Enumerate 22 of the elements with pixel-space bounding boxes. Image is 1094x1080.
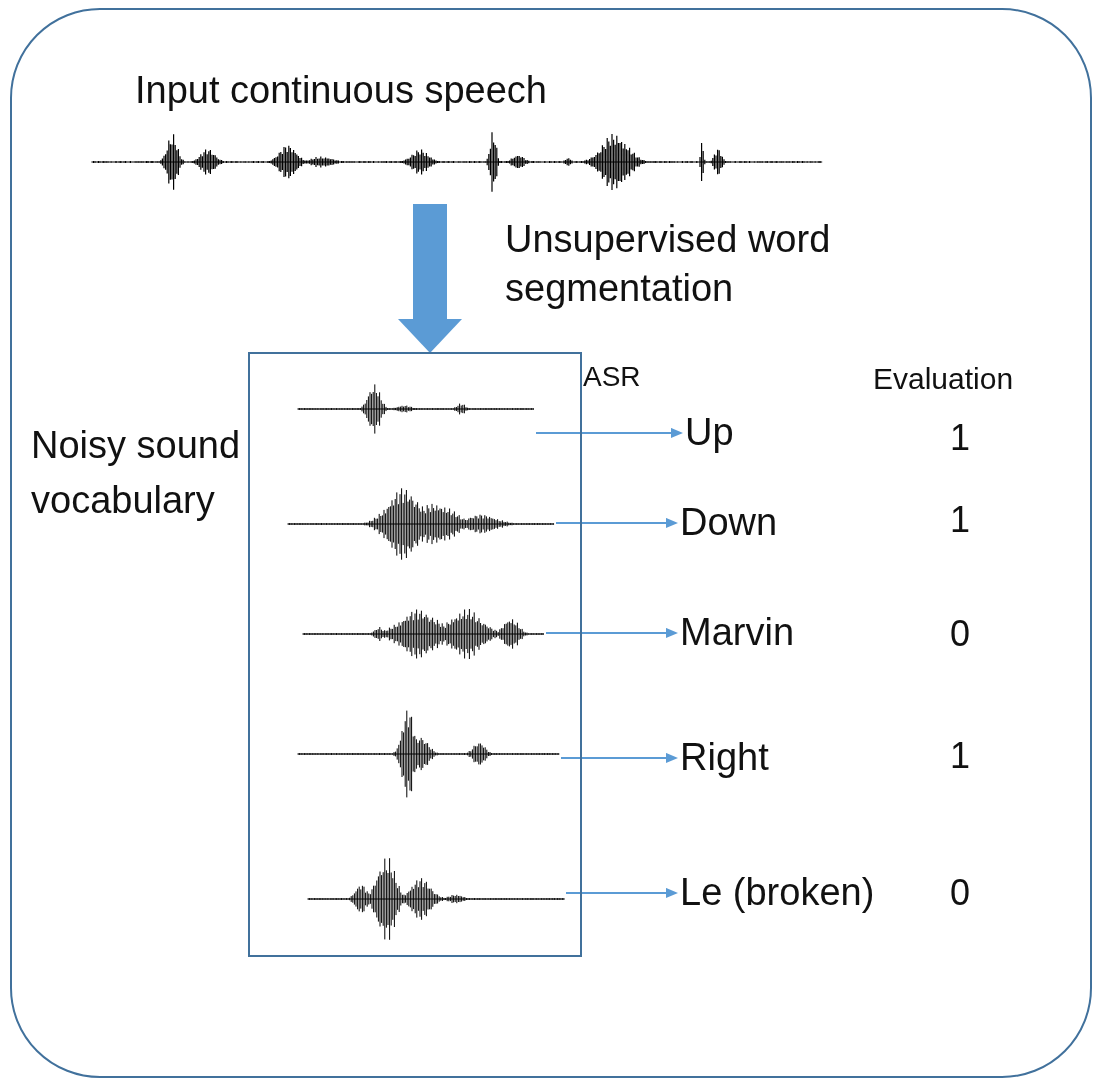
arrow [545,627,678,638]
arrow [560,752,678,763]
arrow [535,427,683,438]
asr-word: Up [685,412,734,454]
score-value: 1 [950,500,971,540]
score-value: 1 [950,418,971,458]
score-value: 1 [950,736,971,776]
score-value: 0 [950,614,971,654]
heading: Input continuous speech [135,70,547,112]
asr-word: Right [680,737,769,779]
rounded-panel [10,8,1092,1078]
group-label: Noisy sound vocabulary [31,423,242,524]
asr-word: Down [680,502,778,544]
column-header: Evaluation [873,362,1014,395]
arrow [565,887,678,898]
score-value: 0 [950,873,971,913]
edge-label: Unsupervised word segmentation [505,217,832,312]
block-arrow [398,204,462,353]
arrow [555,517,678,528]
asr-word: Le (broken) [680,872,875,914]
column-header: ASR [583,362,641,393]
asr-word: Marvin [680,612,795,654]
